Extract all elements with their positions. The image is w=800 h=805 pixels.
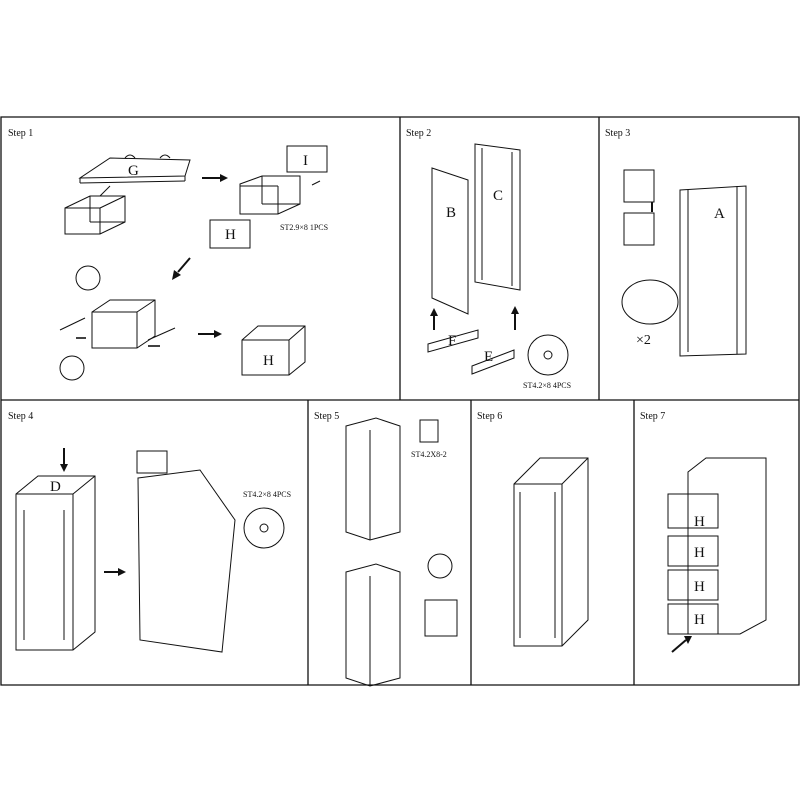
detail-circle-6 xyxy=(428,554,452,578)
cabinet-frame-drawing xyxy=(16,476,95,650)
step-5-illustration: ST4.2X8-2 xyxy=(346,418,457,686)
arrow-diagonal xyxy=(178,258,190,272)
detail-circle-5 xyxy=(244,508,284,548)
part-c-label: C xyxy=(493,188,503,204)
detail-circle-3 xyxy=(528,335,568,375)
part-a-label: A xyxy=(714,206,725,222)
step-4-illustration: D ST4.2×8 4PCS xyxy=(16,448,291,652)
part-d-label: D xyxy=(50,479,61,495)
step-labels: Step 1 Step 2 Step 3 Step 4 Step 5 Step … xyxy=(8,128,665,422)
detail-box-1 xyxy=(624,170,654,202)
step-5-label: Step 5 xyxy=(314,411,339,422)
cabinet-open-drawing xyxy=(138,470,235,652)
drawer-box-drawing xyxy=(92,300,155,348)
step-3-illustration: A ×2 xyxy=(622,170,746,356)
drawer-3-drawing xyxy=(668,570,718,600)
step-6-illustration xyxy=(514,458,588,646)
finished-drawer-drawing xyxy=(242,326,305,375)
step-6-label: Step 6 xyxy=(477,411,502,422)
part-h-label-2: H xyxy=(263,353,274,369)
step-2-label: Step 2 xyxy=(406,128,431,139)
part-g-label: G xyxy=(128,163,139,179)
multiplier-label: ×2 xyxy=(636,333,651,348)
screw-note-step1: ST2.9×8 1PCS xyxy=(280,223,328,232)
panel-grid xyxy=(1,117,799,685)
cabinet-rails-drawing-top xyxy=(346,418,400,540)
arrow-diagonal-2 xyxy=(672,640,686,652)
screw-note-step4: ST4.2×8 4PCS xyxy=(243,490,291,499)
detail-box-4 xyxy=(420,420,438,442)
part-f-label: F xyxy=(448,333,456,349)
part-e-label: E xyxy=(484,349,493,365)
panel-a-drawing xyxy=(680,186,746,356)
cabinet-step6-drawing xyxy=(514,458,588,646)
part-b-label: B xyxy=(446,205,456,221)
detail-circle-2 xyxy=(60,356,84,380)
drawer-4-drawing xyxy=(668,604,718,634)
step-7-illustration: H H H H xyxy=(668,458,766,652)
panel-i-drawing xyxy=(287,146,327,172)
drawer-h-label-1: H xyxy=(694,514,705,530)
screw-note-step2: ST4.2×8 4PCS xyxy=(523,381,571,390)
part-h-label-1: H xyxy=(225,227,236,243)
base-f-drawing xyxy=(428,330,478,352)
panel-c-drawing xyxy=(475,144,520,290)
frame-assembly-drawing xyxy=(240,176,300,214)
detail-circle-1 xyxy=(76,266,100,290)
u-frame-drawing xyxy=(65,196,125,234)
drawer-h-label-4: H xyxy=(694,612,705,628)
detail-box-2 xyxy=(624,213,654,245)
step-3-label: Step 3 xyxy=(605,128,630,139)
detail-box-5 xyxy=(425,600,457,636)
panel-b-drawing xyxy=(432,168,468,314)
panel-g-drawing xyxy=(80,158,190,178)
panel-h-drawing xyxy=(210,220,250,248)
part-i-label: I xyxy=(303,153,308,169)
step-7-label: Step 7 xyxy=(640,411,665,422)
drawer-h-label-3: H xyxy=(694,579,705,595)
drawer-h-label-2: H xyxy=(694,545,705,561)
step-1-label: Step 1 xyxy=(8,128,33,139)
drawer-1-drawing xyxy=(668,494,718,528)
detail-circle-4 xyxy=(622,280,678,324)
step-4-label: Step 4 xyxy=(8,411,33,422)
detail-box-3 xyxy=(137,451,167,473)
screw-note-step5: ST4.2X8-2 xyxy=(411,450,447,459)
drawer-2-drawing xyxy=(668,536,718,566)
step-1-illustration: G I H ST2.9×8 1PCS xyxy=(60,146,328,380)
step-2-illustration: B C F E ST4.2×8 4PCS xyxy=(428,144,571,390)
cabinet-rails-drawing-bottom xyxy=(346,564,400,686)
arrow-line xyxy=(100,186,110,196)
base-e-drawing xyxy=(472,350,514,374)
